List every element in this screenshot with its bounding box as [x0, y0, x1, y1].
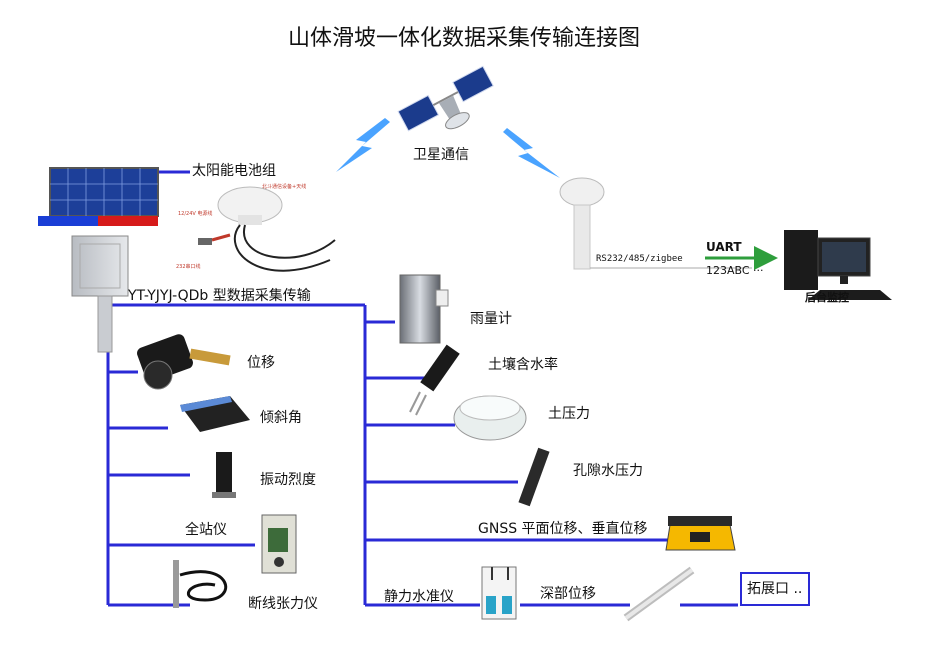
gps-antenna-icon: 12/24V 电源线 232串口线 北斗通信设备+天线: [176, 183, 336, 272]
rain-gauge-icon: [399, 274, 449, 344]
label-satellite: 卫星通信: [413, 147, 469, 163]
data-logger-cabinet-icon: [71, 235, 129, 353]
label-total-station: 全站仪: [185, 522, 227, 538]
ground-antenna-icon: [559, 177, 605, 270]
svg-text:232串口线: 232串口线: [176, 263, 201, 270]
total-station-icon: [261, 514, 297, 574]
soil-moisture-sensor-icon: [409, 344, 460, 416]
label-rain-gauge: 雨量计: [470, 311, 512, 327]
label-vibration: 振动烈度: [260, 472, 316, 488]
label-rs232: RS232/485/zigbee: [596, 254, 683, 264]
vibration-sensor-icon: [212, 452, 236, 498]
svg-text:北斗通信设备+天线: 北斗通信设备+天线: [262, 183, 306, 190]
inclinometer-icon: [623, 566, 695, 622]
label-backend: 后台监控: [805, 291, 849, 304]
label-static-level: 静力水准仪: [384, 589, 454, 605]
label-soil-moisture: 土壤含水率: [488, 357, 558, 373]
label-soil-pressure: 土压力: [548, 406, 590, 422]
label-deep-displacement: 深部位移: [540, 586, 596, 602]
lightning-right-icon: [503, 128, 560, 178]
label-displacement: 位移: [247, 355, 275, 371]
soil-pressure-cell-icon: [453, 395, 527, 441]
label-uart: UART: [706, 240, 742, 254]
expansion-port-box: 拓展口 ..: [740, 572, 810, 606]
gnss-receiver-icon: [665, 516, 736, 551]
piezometer-icon: [518, 447, 550, 507]
computer-icon: [784, 230, 892, 300]
label-pore-pressure: 孔隙水压力: [573, 463, 643, 479]
solar-panel-icon: [38, 167, 159, 226]
displacement-sensor-icon: [137, 334, 231, 390]
label-tilt: 倾斜角: [260, 410, 302, 426]
label-uart-data: 123ABC ···: [706, 264, 764, 277]
lightning-left-icon: [336, 118, 390, 172]
svg-text:12/24V 电源线: 12/24V 电源线: [178, 210, 212, 217]
label-device-model: YT-YJYJ-QDb 型数据采集传输: [128, 288, 311, 304]
label-break-tension: 断线张力仪: [248, 596, 318, 612]
satellite-icon: [397, 65, 494, 132]
label-gnss: GNSS 平面位移、垂直位移: [478, 521, 648, 537]
tilt-sensor-icon: [180, 396, 250, 432]
static-level-icon: [481, 566, 517, 620]
connection-lines: [106, 170, 738, 607]
diagram-title: 山体滑坡一体化数据采集传输连接图: [287, 26, 640, 51]
label-solar-panel: 太阳能电池组: [192, 163, 276, 179]
tension-gauge-icon: [173, 560, 228, 608]
wireless-link-icons: [336, 118, 560, 178]
